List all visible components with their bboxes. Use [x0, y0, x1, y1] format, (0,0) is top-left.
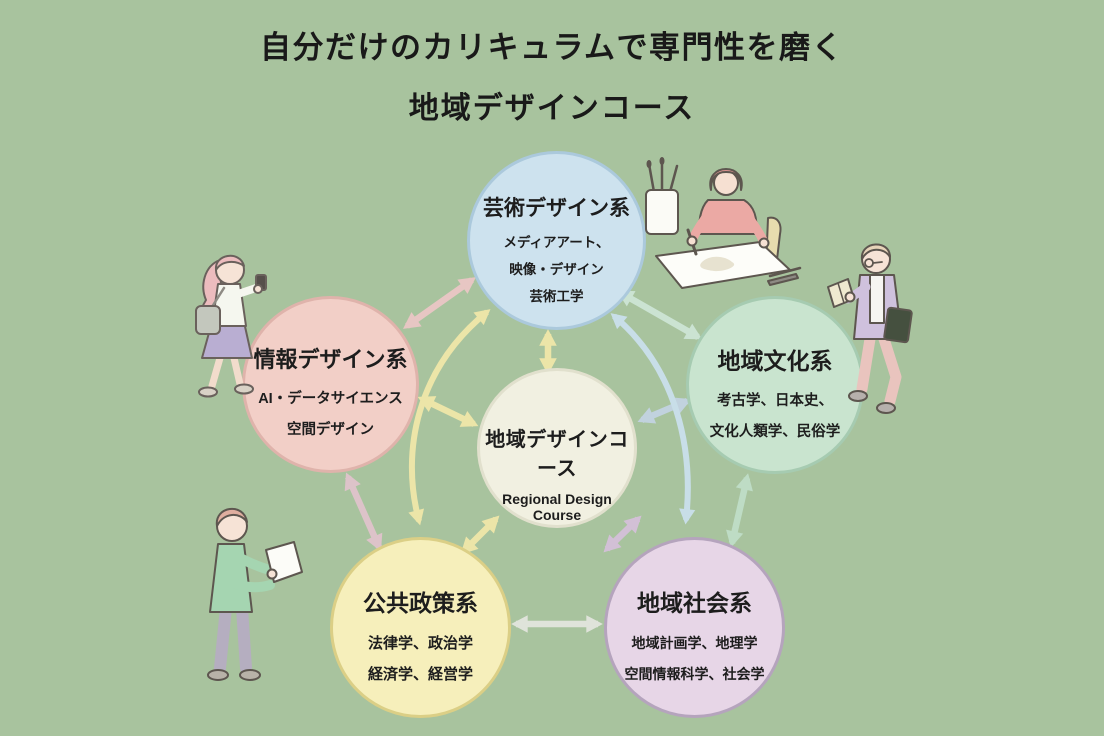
field-title: 芸術デザイン系 [483, 197, 630, 220]
arrow-info-policy [344, 472, 383, 552]
field-subject-line: 芸術工学 [529, 289, 584, 304]
course-subtitle-en: Regional Design Course [502, 491, 612, 523]
field-subject-line: 文化人類学、民俗学 [709, 424, 841, 440]
artist-drawing-illustration [645, 157, 802, 289]
field-circle-art-design: 芸術デザイン系 メディアアート、 映像・デザイン 芸術工学 [467, 151, 646, 330]
field-subject-line: 空間情報科学、社会学 [624, 666, 765, 682]
field-subject-line: 地域計画学、地理学 [631, 635, 758, 651]
title-course-name: 地域デザインコース [408, 92, 696, 125]
arrow-center-policy [460, 515, 500, 555]
field-title: 地域社会系 [637, 590, 752, 616]
arrow-center-society [603, 515, 642, 553]
woman-with-phone-illustration [195, 255, 267, 398]
arrow-art-info [403, 277, 476, 329]
field-circle-public-policy: 公共政策系 法律学、政治学 経済学、経営学 [330, 537, 511, 718]
page-title: 自分だけのカリキュラムで専門性を磨く 地域デザインコース [0, 22, 1104, 127]
student-reading-illustration [827, 243, 913, 414]
arrow-art-society-curve [610, 313, 696, 525]
course-title: 地域デザインコース [485, 429, 629, 480]
field-title: 地域文化系 [717, 348, 833, 374]
field-subject-line: 考古学、日本史、 [717, 393, 833, 409]
field-circle-regional-society: 地域社会系 地域計画学、地理学 空間情報科学、社会学 [604, 537, 785, 718]
center-course-circle: 地域デザインコース Regional Design Course [477, 368, 637, 528]
field-subject-line: 法律学、政治学 [367, 635, 473, 652]
field-subject-line: AI・データサイエンス [258, 391, 403, 407]
field-title: 公共政策系 [363, 590, 478, 616]
field-subject-line: 映像・デザイン [509, 262, 604, 277]
man-with-tablet-illustration [207, 507, 303, 681]
field-title: 情報デザイン系 [253, 347, 408, 372]
title-catchphrase: 自分だけのカリキュラムで専門性を磨く [259, 30, 845, 65]
field-subject-line: 経済学、経営学 [367, 666, 473, 683]
field-subject-line: メディアアート、 [503, 235, 610, 250]
field-subject-line: 空間デザイン [287, 422, 374, 438]
arrow-culture-society [726, 473, 753, 548]
arrow-center-info [417, 396, 479, 427]
field-circle-info-design: 情報デザイン系 AI・データサイエンス 空間デザイン [242, 296, 419, 473]
arrow-policy-art-curve [408, 309, 491, 526]
